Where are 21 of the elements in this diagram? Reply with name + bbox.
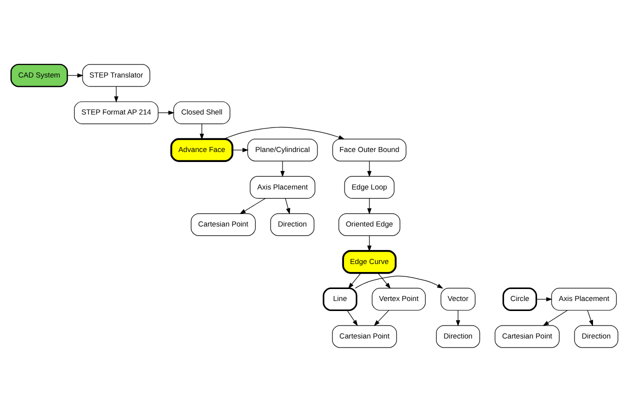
arrow [346,310,358,326]
arrow [348,272,362,289]
arrow [114,86,118,103]
arrow [367,160,372,178]
arrow [158,110,174,115]
arrow [355,276,444,289]
arrow [232,148,249,152]
arrow [367,235,372,252]
arrow [285,198,290,214]
arrow [367,198,372,214]
arrow [240,198,266,214]
arrow [374,310,390,326]
arrow [280,160,285,178]
arrow [378,272,391,289]
arrow [224,126,345,140]
arrow [200,124,204,140]
arrow [536,297,552,302]
arrow [456,310,460,326]
arrow [587,310,594,326]
arrow [542,310,568,326]
arrow [67,73,84,78]
